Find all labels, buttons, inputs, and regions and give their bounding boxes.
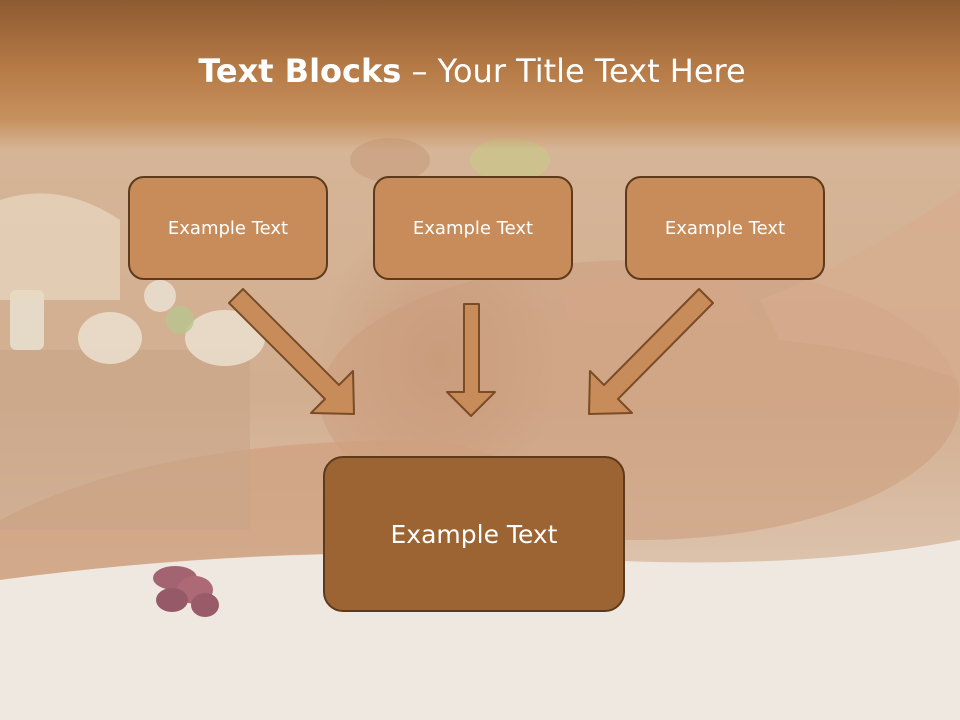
main-text-block: Example Text	[323, 456, 625, 612]
title-dash: –	[411, 52, 428, 90]
arrow-center	[446, 303, 496, 417]
text-block-3: Example Text	[625, 176, 825, 280]
text-block-2-label: Example Text	[412, 217, 534, 239]
text-block-1: Example Text	[128, 176, 328, 280]
main-text-block-label: Example Text	[390, 519, 558, 549]
title-bold: Text Blocks	[198, 52, 402, 90]
arrow-right	[588, 288, 714, 415]
arrow-left	[228, 288, 355, 415]
text-block-1-label: Example Text	[167, 217, 289, 239]
text-block-3-label: Example Text	[664, 217, 786, 239]
slide-title: Text Blocks – Your Title Text Here	[0, 52, 944, 90]
header-band	[0, 0, 960, 150]
title-rest: Your Title Text Here	[437, 52, 746, 90]
text-block-2: Example Text	[373, 176, 573, 280]
